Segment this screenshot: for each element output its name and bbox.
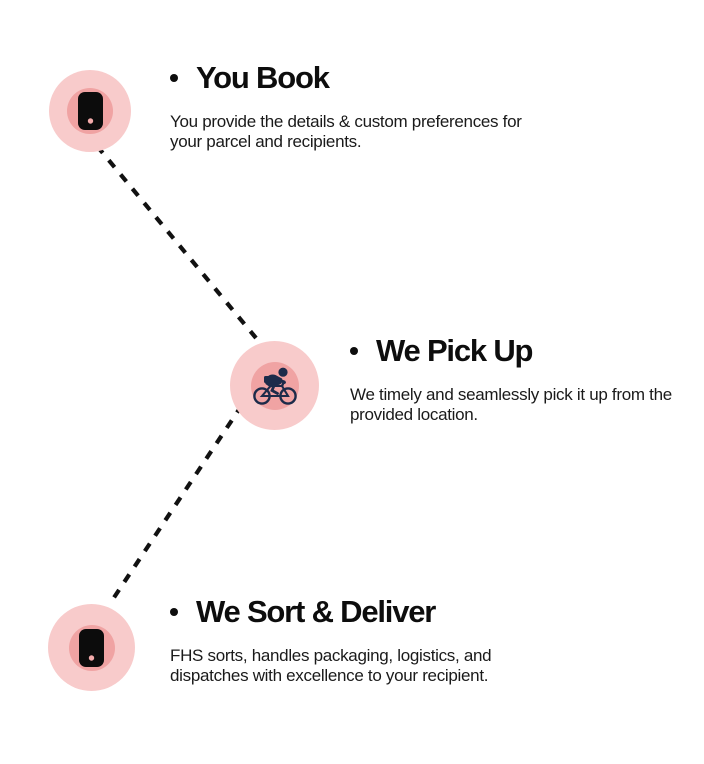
description-line: You provide the details & custom prefere… <box>170 112 522 131</box>
step-text-block: We Pick Up We timely and seamlessly pick… <box>350 335 672 425</box>
step-title-row: We Sort & Deliver <box>170 596 491 628</box>
bullet-icon <box>170 74 178 82</box>
step-title: You Book <box>196 60 330 95</box>
bullet-icon <box>350 347 358 355</box>
description-line: your parcel and recipients. <box>170 132 362 151</box>
description-line: We timely and seamlessly pick it up from… <box>350 385 672 404</box>
step-title-row: You Book <box>170 62 522 94</box>
description-line: dispatches with excellence to your recip… <box>170 666 489 685</box>
phone-icon <box>79 628 104 667</box>
badge-inner-circle <box>67 88 113 134</box>
description-line: FHS sorts, handles packaging, logistics,… <box>170 646 492 665</box>
step-description: We timely and seamlessly pick it up from… <box>350 385 672 425</box>
connector-step2-step3 <box>107 403 244 607</box>
description-line: provided location. <box>350 405 478 424</box>
bullet-icon <box>170 608 178 616</box>
badge-inner-circle <box>250 361 299 410</box>
connector-step1-step2 <box>95 144 258 340</box>
step-title: We Pick Up <box>376 333 533 368</box>
step-title: We Sort & Deliver <box>196 594 436 629</box>
step-icon-badge <box>48 604 135 691</box>
step-icon-badge <box>49 70 131 152</box>
phone-icon <box>77 92 103 130</box>
step-description: You provide the details & custom prefere… <box>170 112 522 152</box>
step-description: FHS sorts, handles packaging, logistics,… <box>170 646 492 686</box>
step-text-block: We Sort & Deliver FHS sorts, handles pac… <box>170 596 492 686</box>
bicycle-courier-icon <box>252 367 297 405</box>
step-title-row: We Pick Up <box>350 335 672 367</box>
step-text-block: You Book You provide the details & custo… <box>170 62 522 152</box>
badge-inner-circle <box>68 624 115 671</box>
step-icon-badge <box>230 341 319 430</box>
